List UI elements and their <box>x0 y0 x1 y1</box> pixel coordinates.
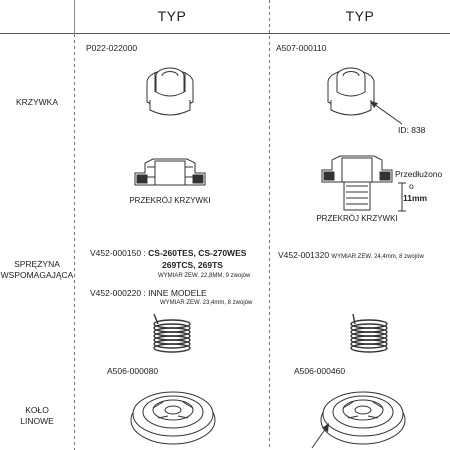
header-bottom-rule <box>0 33 450 34</box>
col2-pulley-arrow <box>311 423 329 449</box>
col1-section-drawing <box>134 158 206 186</box>
row-label-spring-line1: SPRĘŻYNA <box>14 259 60 269</box>
column-divider-middle <box>269 0 270 450</box>
header-divider <box>74 0 75 34</box>
col2-id-label: ID: 838 <box>398 125 426 135</box>
col2-nut-code: A507-000110 <box>276 43 327 53</box>
col2-extended-line1: Przedłużono <box>395 169 443 179</box>
col2-section-caption: PRZEKRÓJ KRZYWKI <box>316 214 398 223</box>
col1-spring-illustration <box>153 313 191 353</box>
col2-pulley-illustration <box>320 391 406 445</box>
row-label-nut: KRZYWKA <box>15 97 59 107</box>
col2-spring-illustration <box>350 313 388 353</box>
col2-spring: V452-001320 WYMIAR ZEW. 24,4mm, 8 zwojów <box>278 250 424 260</box>
col1-spring-code-b: V452-000220 : <box>90 288 146 298</box>
col2-section-drawing <box>321 155 393 211</box>
col2-extended-line3: 11mm <box>403 193 428 203</box>
col2-pulley-code: A506-000460 <box>294 366 346 376</box>
col1-nut-illustration <box>146 67 194 116</box>
col2-dimension-marker <box>398 182 406 212</box>
col2-id-arrow <box>370 101 403 125</box>
col1-spring-a: V452-000150 : CS-260TES, CS-270WES <box>90 248 246 258</box>
col2-nut-illustration <box>327 67 375 116</box>
col1-pulley-code: A506-000080 <box>107 366 159 376</box>
row-label-pulley-line1: KOŁO <box>25 405 49 415</box>
col1-spring-b: V452-000220 : INNE MODELE <box>90 288 207 298</box>
column-divider-left <box>74 34 75 450</box>
row-label-spring-line2: WSPOMAGAJĄCA <box>0 270 74 280</box>
col1-section-caption: PRZEKRÓJ KRZYWKI <box>129 196 211 205</box>
row-label-pulley: KOŁO LINOWE <box>0 405 74 427</box>
col1-spring-spec-a: WYMIAR ZEW. 22,8MM, 9 zwojów <box>158 273 251 279</box>
col1-spring-code-a: V452-000150 : <box>90 248 146 258</box>
col2-extended-line2: o <box>409 181 414 191</box>
col1-spring-models-b: INNE MODELE <box>148 288 207 298</box>
row-label-pulley-line2: LINOWE <box>20 416 54 426</box>
col1-pulley-illustration <box>130 391 216 445</box>
col1-spring-models-a-1: CS-260TES, CS-270WES <box>148 248 247 258</box>
col1-nut-code: P022-022000 <box>86 43 138 53</box>
col2-spring-code: V452-001320 <box>278 250 330 260</box>
col2-extended-note: Przedłużono o 11mm <box>395 168 442 204</box>
col1-spring-models-a-2: 269TCS, 269TS <box>162 260 223 270</box>
column-header-1: TYP <box>157 8 187 24</box>
col1-spring-spec-b: WYMIAR ZEW. 23,4mm, 8 zwojów <box>160 300 253 306</box>
column-header-2: TYP <box>345 8 375 24</box>
col2-spring-spec: WYMIAR ZEW. 24,4mm, 8 zwojów <box>331 254 424 260</box>
row-label-spring: SPRĘŻYNA WSPOMAGAJĄCA <box>0 259 74 281</box>
